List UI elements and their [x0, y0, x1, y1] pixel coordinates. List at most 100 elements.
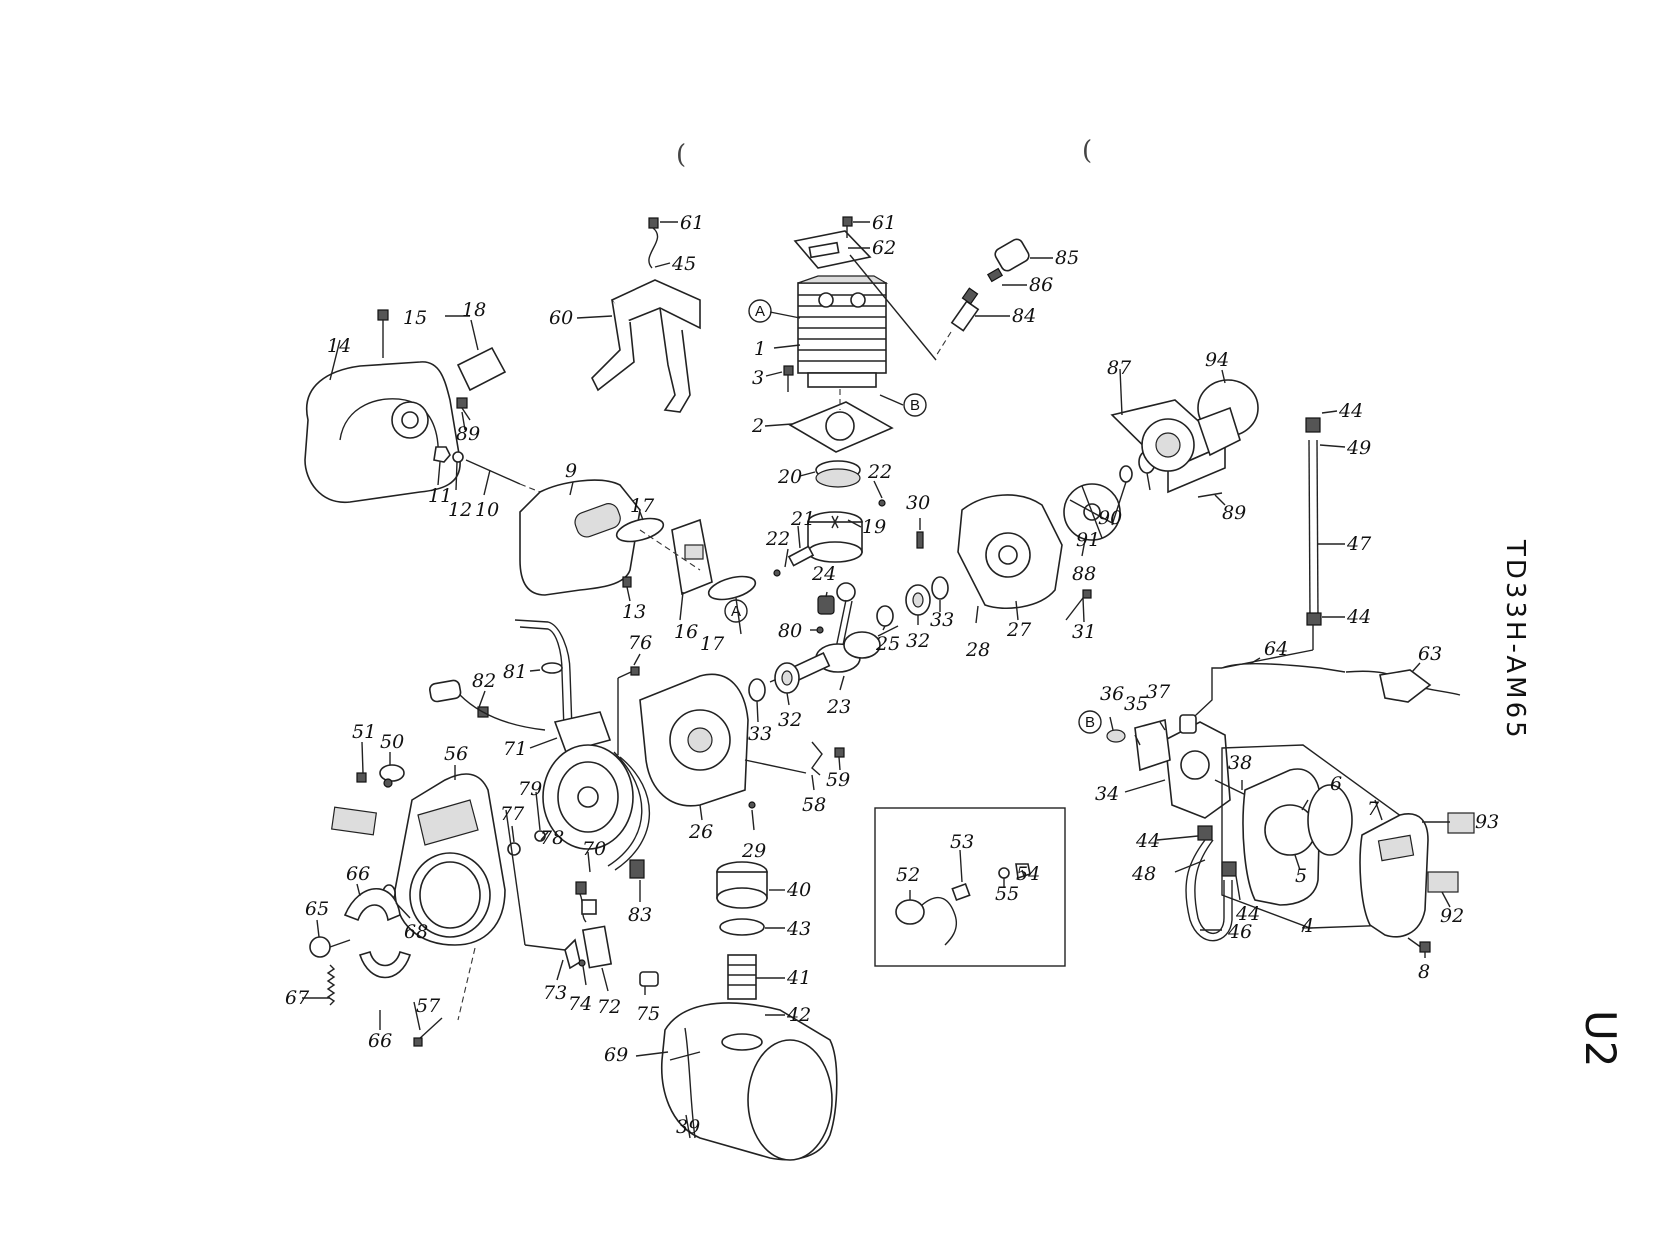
- part-label: 61: [680, 212, 704, 234]
- reference-marker-b: B: [903, 393, 927, 417]
- part-label: 35: [1124, 693, 1148, 715]
- part-label: 81: [503, 661, 527, 683]
- part-label: 44: [1235, 903, 1260, 925]
- part-label: 54: [1016, 863, 1040, 885]
- part-label: 13: [622, 601, 646, 623]
- part-label: 12: [448, 499, 472, 521]
- part-label: 69: [604, 1044, 628, 1066]
- part-label: 83: [628, 904, 652, 926]
- part-label: 48: [1131, 863, 1156, 885]
- part-label: 68: [404, 921, 428, 943]
- part-label: 72: [597, 996, 621, 1018]
- part-label: 64: [1264, 638, 1288, 660]
- part-label: 44: [1135, 830, 1160, 852]
- part-label: 79: [518, 778, 542, 800]
- svg-text:B: B: [910, 397, 920, 414]
- part-label: 24: [811, 563, 836, 585]
- part-label: 32: [778, 709, 802, 731]
- part-label: 31: [1072, 621, 1096, 643]
- cylinder-assembly: [748, 216, 949, 702]
- part-label: 8: [1418, 961, 1430, 983]
- part-label: 85: [1055, 247, 1079, 269]
- clutch-group: [309, 764, 506, 1047]
- fuel-tank-group: [505, 809, 838, 1161]
- muffler-group: [304, 309, 757, 601]
- part-label: 74: [568, 993, 592, 1015]
- part-label: 73: [543, 982, 567, 1004]
- svg-text:A: A: [755, 303, 765, 320]
- part-label: 1: [754, 338, 766, 360]
- part-label: 66: [368, 1030, 392, 1052]
- carburetor-group: [1106, 417, 1475, 953]
- part-label: 46: [1227, 921, 1252, 943]
- part-label: 30: [906, 492, 930, 514]
- part-label: 18: [462, 299, 486, 321]
- part-label: 33: [930, 609, 954, 631]
- part-label: 33: [748, 723, 772, 745]
- part-label: 88: [1072, 563, 1096, 585]
- part-label: 22: [765, 528, 790, 550]
- handle-bracket: [591, 217, 701, 413]
- part-label: 84: [1012, 305, 1036, 327]
- part-label: 17: [630, 495, 655, 517]
- reference-marker-a: A: [724, 599, 748, 623]
- part-label: 27: [1006, 619, 1032, 641]
- part-label: 49: [1346, 437, 1371, 459]
- part-label: 44: [1338, 400, 1363, 422]
- stop-switch-box: [874, 807, 1066, 967]
- part-label: 29: [741, 840, 766, 862]
- model-number: TD33H-AM65: [1500, 540, 1530, 741]
- part-label: 16: [674, 621, 698, 643]
- part-label: 28: [965, 639, 990, 661]
- part-label: 66: [346, 863, 370, 885]
- part-label: 65: [305, 898, 329, 920]
- paren-mark: (: [1082, 136, 1093, 166]
- part-label: 3: [752, 367, 764, 389]
- leader-lines: [302, 221, 1451, 1139]
- part-label: 56: [444, 743, 468, 765]
- part-label: 59: [826, 769, 850, 791]
- part-label: 63: [1418, 643, 1442, 665]
- part-label: 19: [862, 516, 886, 538]
- part-label: 22: [867, 461, 892, 483]
- part-label: 10: [475, 499, 499, 521]
- part-label: 94: [1205, 349, 1229, 371]
- part-label: 34: [1095, 783, 1119, 805]
- part-label: 45: [671, 253, 696, 275]
- part-label: 90: [1098, 507, 1122, 529]
- reference-marker-a: A: [748, 299, 772, 323]
- part-label: 70: [582, 838, 606, 860]
- part-label: 5: [1295, 865, 1307, 887]
- part-label: 23: [826, 696, 851, 718]
- part-label: 37: [1146, 681, 1171, 703]
- part-label: 75: [636, 1003, 660, 1025]
- part-label: 91: [1076, 529, 1100, 551]
- part-label: 41: [786, 967, 811, 989]
- part-label: 2: [751, 415, 764, 437]
- spark-plug-assembly: [849, 238, 1030, 361]
- part-label: 71: [503, 738, 527, 760]
- part-label: 14: [327, 335, 351, 357]
- part-label: 76: [628, 632, 652, 654]
- part-label: 11: [428, 485, 452, 507]
- part-label: 57: [416, 995, 441, 1017]
- svg-text:A: A: [731, 603, 741, 620]
- part-label: 60: [549, 307, 573, 329]
- part-label: 86: [1029, 274, 1053, 296]
- part-label: 92: [1440, 905, 1464, 927]
- paren-mark: (: [676, 140, 687, 170]
- part-label: 7: [1367, 798, 1380, 820]
- part-label: 21: [790, 508, 815, 530]
- part-label: 89: [1222, 502, 1246, 524]
- crankcase-group: [957, 379, 1259, 621]
- reference-marker-b: B: [1078, 710, 1102, 734]
- part-label: 67: [285, 987, 310, 1009]
- part-label: 9: [565, 460, 577, 482]
- part-label: 77: [500, 803, 525, 825]
- part-label: 80: [778, 620, 802, 642]
- part-label: 43: [786, 918, 811, 940]
- part-label: 4: [1301, 915, 1314, 937]
- part-label: 87: [1107, 357, 1132, 379]
